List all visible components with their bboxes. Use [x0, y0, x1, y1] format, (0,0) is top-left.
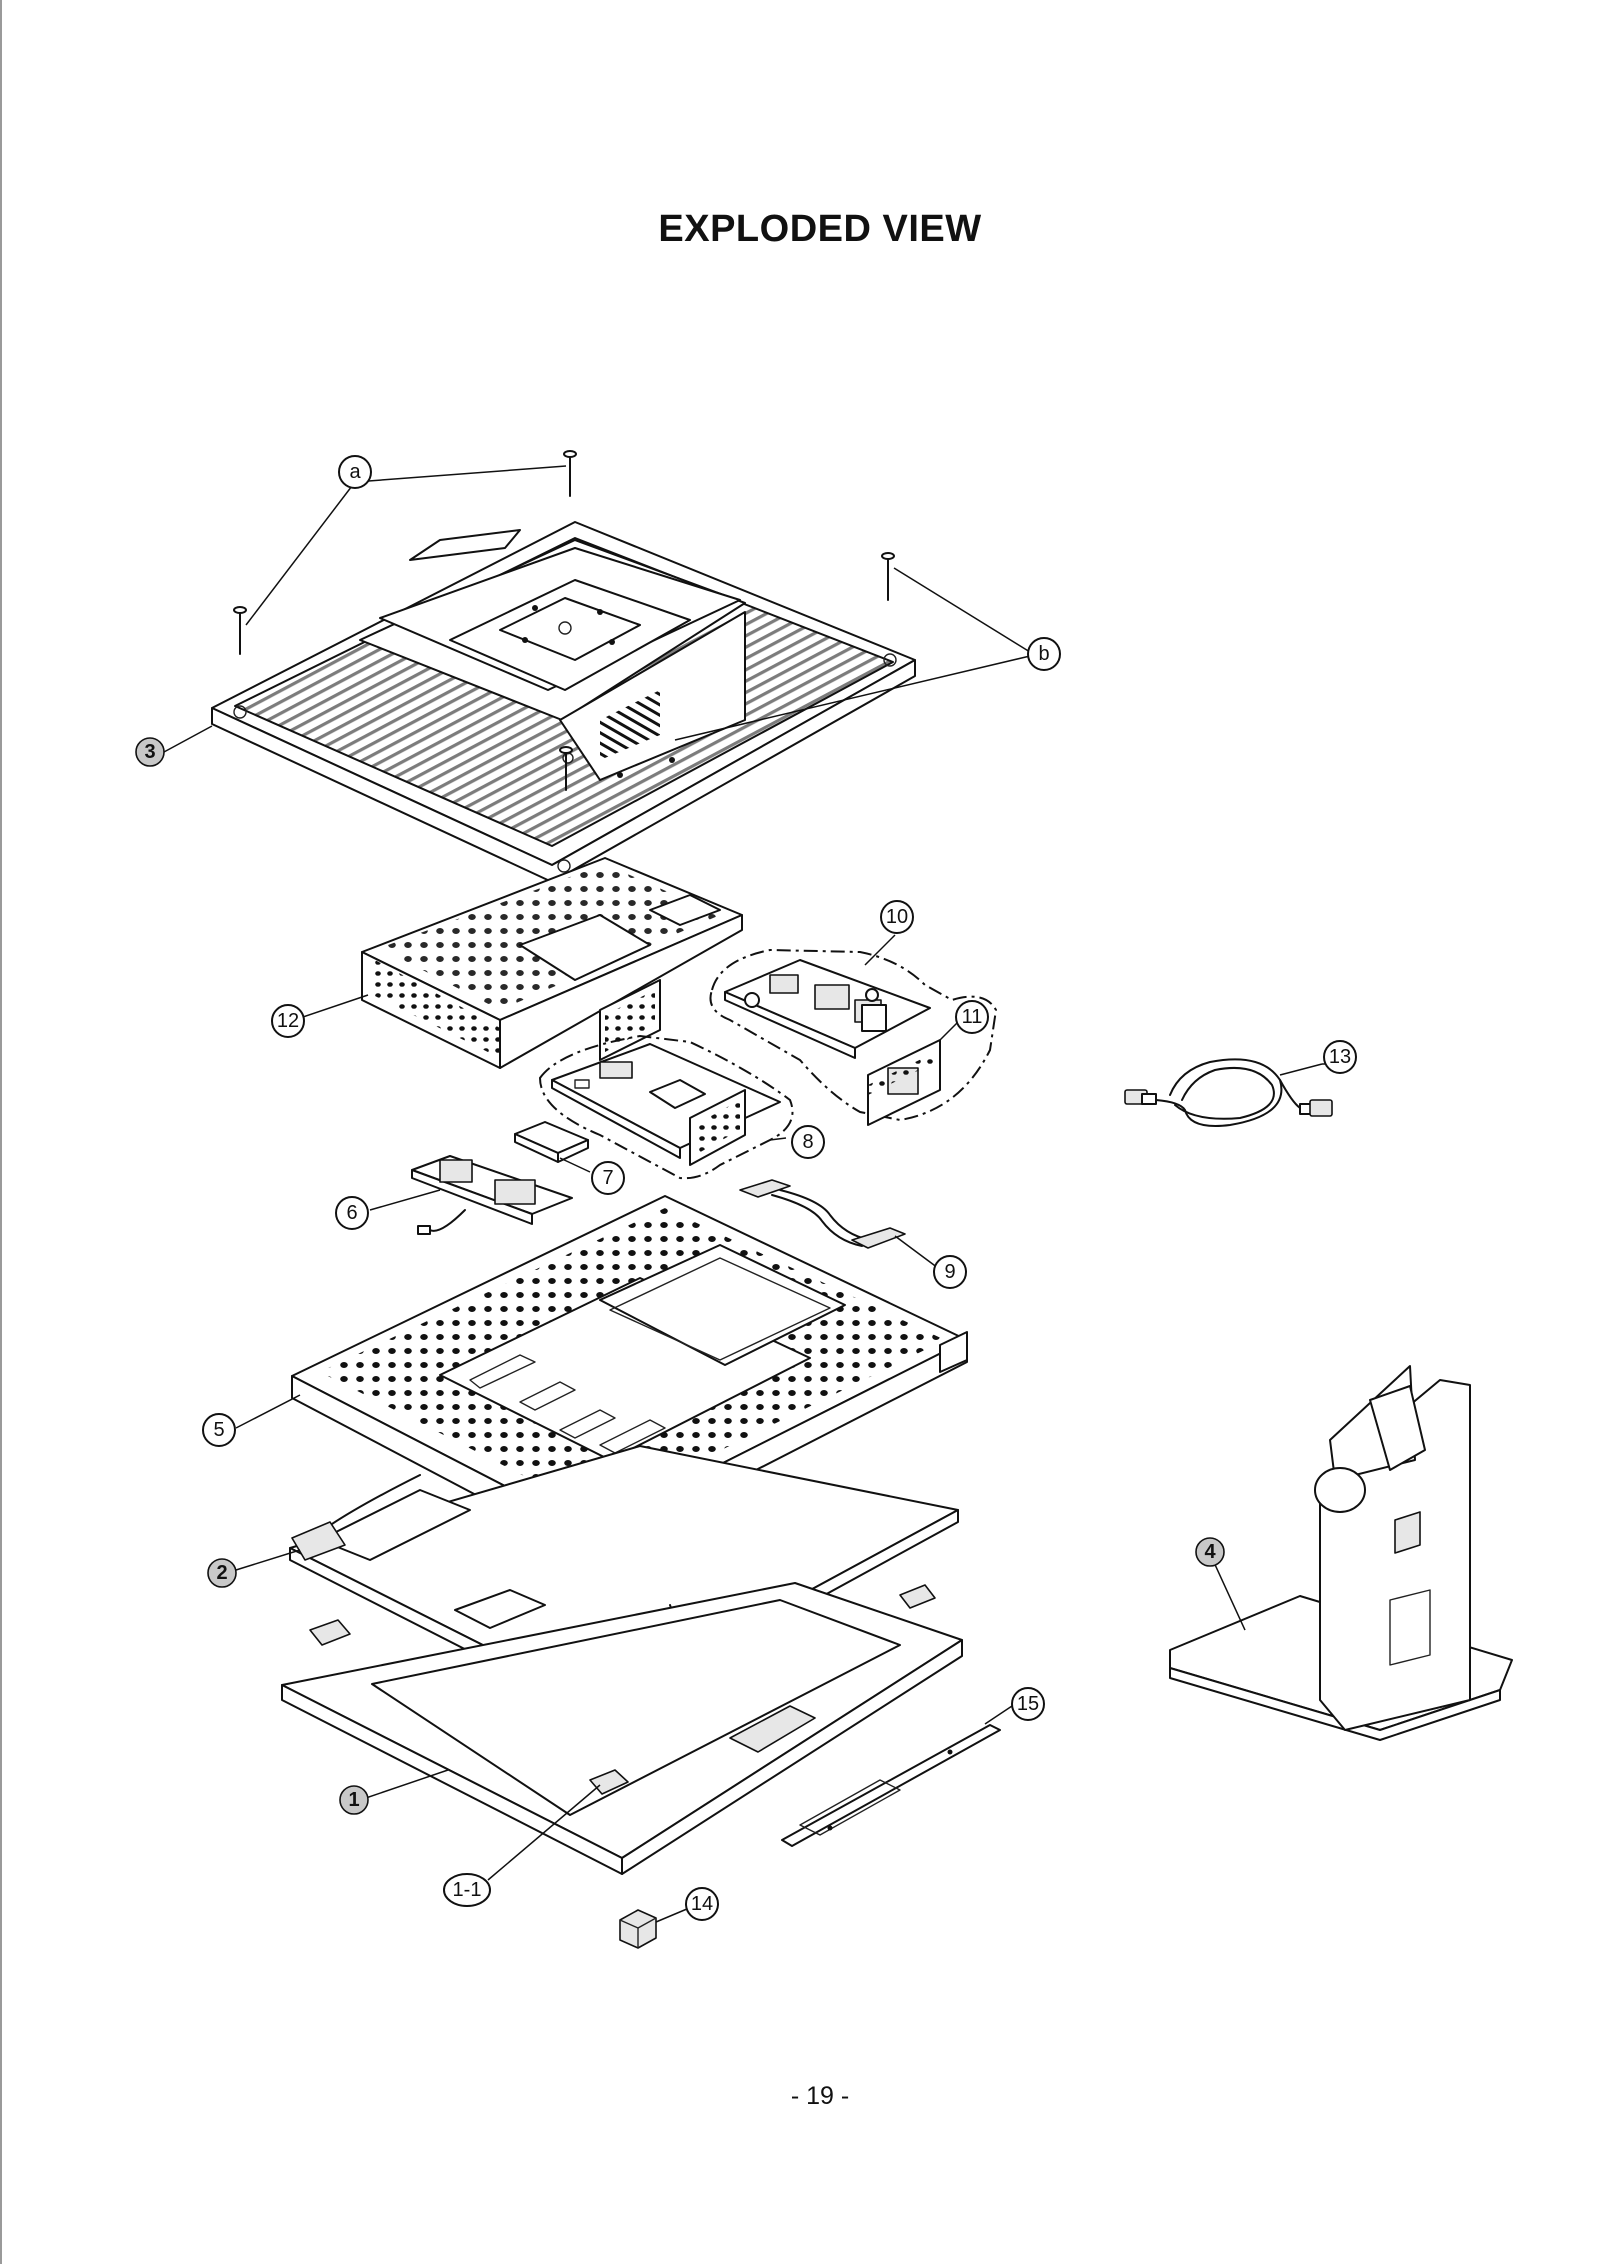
- main-board: [538, 1034, 794, 1180]
- page-border: [0, 0, 2, 2264]
- callout-11: 11: [955, 1000, 989, 1034]
- svg-text:14: 14: [691, 1893, 713, 1915]
- svg-text:15: 15: [1017, 1693, 1039, 1715]
- inverter-board: [369, 1155, 573, 1235]
- page-number: - 19 -: [790, 2082, 850, 2110]
- svg-text:b: b: [1038, 643, 1049, 665]
- screws-a: [233, 450, 577, 655]
- svg-text:4: 4: [1204, 1541, 1216, 1563]
- callout-b: b: [1027, 637, 1061, 671]
- callout-14: 14: [685, 1887, 719, 1921]
- svg-text:12: 12: [277, 1010, 299, 1032]
- svg-text:3: 3: [144, 741, 155, 763]
- svg-text:2: 2: [216, 1562, 227, 1584]
- callout-2: 2: [207, 1558, 237, 1588]
- lvds-cable: [739, 1179, 939, 1269]
- svg-text:1-1: 1-1: [453, 1879, 482, 1901]
- svg-text:10: 10: [886, 906, 908, 928]
- svg-text:6: 6: [346, 1202, 357, 1224]
- screws-b: [559, 552, 1031, 791]
- callout-6: 6: [335, 1196, 369, 1230]
- callout-1-1: 1-1: [443, 1873, 491, 1907]
- front-bezel: [281, 1582, 963, 1881]
- callout-9: 9: [933, 1255, 967, 1289]
- svg-text:5: 5: [213, 1419, 224, 1441]
- leader-3: [163, 725, 213, 753]
- svg-text:13: 13: [1329, 1046, 1351, 1068]
- callout-12: 12: [271, 1004, 305, 1038]
- small-clip: [619, 1905, 695, 1949]
- callout-13: 13: [1323, 1040, 1357, 1074]
- power-board: [709, 934, 998, 1126]
- monitor-stand: [1169, 1365, 1513, 1741]
- svg-text:9: 9: [944, 1261, 955, 1283]
- leader-12: [299, 994, 369, 1019]
- svg-text:1: 1: [348, 1789, 359, 1811]
- shield-case: [361, 857, 743, 1069]
- callout-7: 7: [591, 1161, 625, 1195]
- callout-8: 8: [791, 1125, 825, 1159]
- svg-text:11: 11: [962, 1006, 983, 1028]
- callout-a: a: [338, 455, 372, 489]
- callout-4: 4: [1195, 1537, 1225, 1567]
- rear-cover: [211, 521, 916, 883]
- page-title: EXPLODED VIEW: [658, 208, 982, 250]
- callout-3: 3: [135, 737, 165, 767]
- small-module: [514, 1121, 591, 1173]
- callout-5: 5: [202, 1413, 236, 1447]
- callout-15: 15: [1011, 1687, 1045, 1721]
- svg-text:8: 8: [802, 1131, 813, 1153]
- bracket-strip: [781, 1705, 1013, 1847]
- callout-10: 10: [880, 900, 914, 934]
- signal-cable: [1124, 1058, 1333, 1127]
- callout-1: 1: [339, 1785, 369, 1815]
- svg-text:7: 7: [602, 1167, 613, 1189]
- svg-text:a: a: [349, 461, 361, 483]
